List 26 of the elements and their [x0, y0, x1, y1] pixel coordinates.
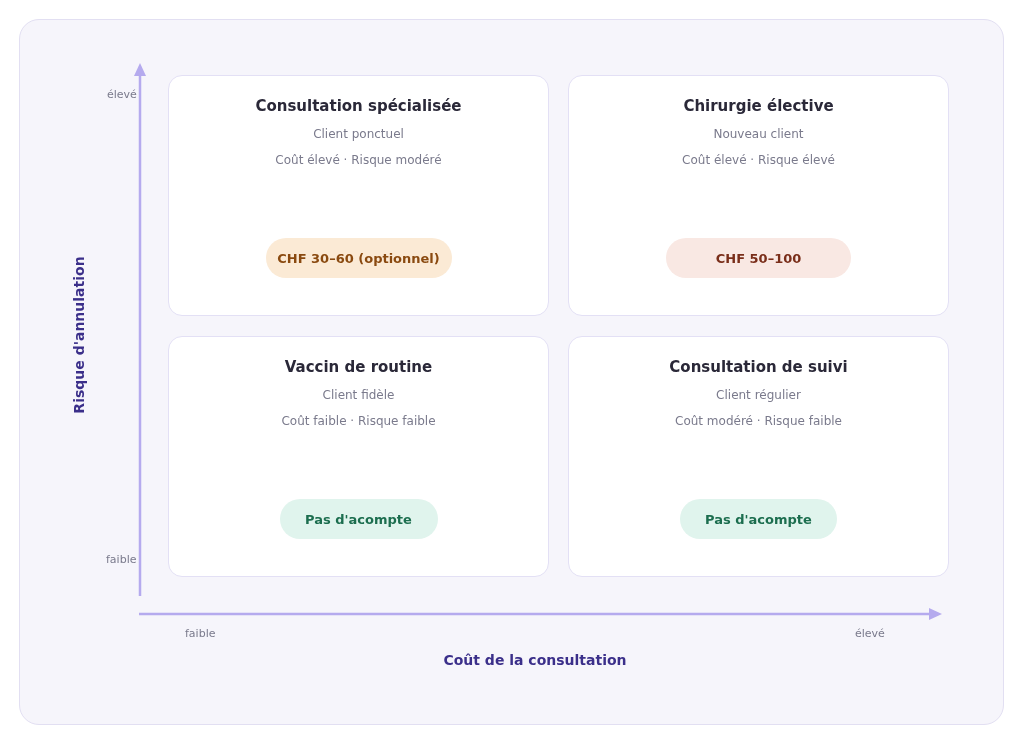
quadrant-card [168, 75, 549, 316]
axis-title: Coût de la consultation [443, 652, 627, 668]
axis-tick-label: élevé [855, 627, 885, 640]
axis-title: Risque d'annulation [71, 256, 87, 414]
cost-risk-summary: Coût élevé · Risque élevé [682, 153, 835, 167]
cost-risk-summary: Coût élevé · Risque modéré [275, 153, 442, 167]
client-type: Nouveau client [713, 127, 804, 141]
deposit-pill: CHF 50–100 [666, 238, 851, 278]
quadrant-title: Consultation de suivi [669, 358, 848, 376]
client-type: Client ponctuel [313, 127, 404, 141]
deposit-pill: Pas d'acompte [680, 499, 837, 539]
axis-tick-label: faible [185, 627, 216, 640]
axis-tick-label: faible [106, 553, 137, 566]
quadrant-title: Chirurgie élective [683, 97, 834, 115]
deposit-pill: CHF 30–60 (optionnel) [265, 238, 452, 278]
quadrant-card [568, 336, 949, 577]
quadrant-title: Consultation spécialisée [255, 97, 462, 115]
cost-risk-summary: Coût faible · Risque faible [281, 414, 436, 428]
quadrant-title: Vaccin de routine [284, 358, 433, 376]
client-type: Client régulier [716, 388, 801, 402]
deposit-pill: Pas d'acompte [279, 499, 438, 539]
axis-tick-label: élevé [107, 88, 137, 101]
client-type: Client fidèle [322, 388, 395, 402]
quadrant-card [168, 336, 549, 577]
quadrant-card [568, 75, 949, 316]
cost-risk-summary: Coût modéré · Risque faible [675, 414, 842, 428]
